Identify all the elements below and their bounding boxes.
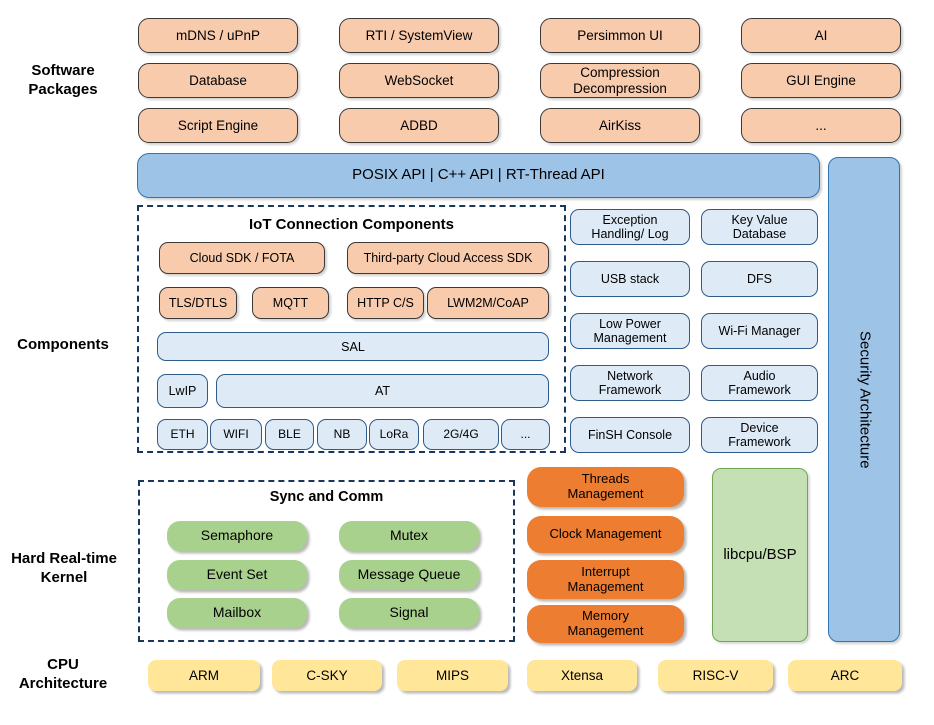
sync-group-title: Sync and Comm [269, 489, 384, 505]
kernel-memory-management: Memory Management [527, 605, 684, 643]
section-label-software-packages: Software Packages [28, 62, 98, 98]
software-packages-grid: mDNS / uPnP RTI / SystemView Persimmon U… [138, 18, 901, 143]
iot-mqtt: MQTT [252, 287, 329, 319]
package-gui-engine: GUI Engine [741, 63, 901, 98]
component-dfs: DFS [701, 261, 818, 297]
kernel-mailbox: Mailbox [167, 598, 307, 628]
kernel-event-set: Event Set [167, 560, 307, 590]
component-usb-stack: USB stack [570, 261, 690, 297]
package-ai: AI [741, 18, 901, 53]
cpu-arm: ARM [148, 660, 260, 691]
component-finsh-console: FinSH Console [570, 417, 690, 453]
kernel-clock-management: Clock Management [527, 516, 684, 553]
iot-sal-layer: SAL [157, 332, 549, 361]
kernel-interrupt-management: Interrupt Management [527, 560, 684, 599]
component-wifi-manager: Wi-Fi Manager [701, 313, 818, 349]
kernel-mutex: Mutex [339, 521, 479, 551]
iot-link-wifi: WIFI [210, 419, 262, 450]
iot-at-layer: AT [216, 374, 549, 408]
kernel-signal: Signal [339, 598, 479, 628]
section-label-cpu: CPU Architecture [18, 656, 108, 692]
iot-connection-components-group: IoT Connection Components Cloud SDK / FO… [137, 205, 566, 453]
section-label-components: Components [17, 336, 109, 353]
kernel-libcpu-bsp: libcpu/BSP [712, 468, 808, 642]
iot-link-lora: LoRa [369, 419, 419, 450]
package-rti-systemview: RTI / SystemView [339, 18, 499, 53]
iot-link-2g4g: 2G/4G [423, 419, 499, 450]
iot-cloud-sdk-fota: Cloud SDK / FOTA [159, 242, 325, 274]
package-compression: Compression Decompression [540, 63, 700, 98]
iot-lwip: LwIP [157, 374, 208, 408]
cpu-c-sky: C-SKY [272, 660, 382, 691]
cpu-xtensa: Xtensa [527, 660, 637, 691]
component-audio-framework: Audio Framework [701, 365, 818, 401]
component-low-power: Low Power Management [570, 313, 690, 349]
api-bar: POSIX API | C++ API | RT-Thread API [137, 153, 820, 198]
iot-group-title: IoT Connection Components [249, 216, 454, 233]
package-adbd: ADBD [339, 108, 499, 143]
component-boxes-grid: Exception Handling/ Log Key Value Databa… [570, 209, 818, 453]
package-database: Database [138, 63, 298, 98]
iot-link-eth: ETH [157, 419, 208, 450]
iot-third-party-cloud-sdk: Third-party Cloud Access SDK [347, 242, 549, 274]
iot-http-cs: HTTP C/S [347, 287, 424, 319]
package-mdns-upnp: mDNS / uPnP [138, 18, 298, 53]
package-airkiss: AirKiss [540, 108, 700, 143]
cpu-arc: ARC [788, 660, 902, 691]
iot-link-ble: BLE [265, 419, 314, 450]
cpu-risc-v: RISC-V [658, 660, 773, 691]
kernel-semaphore: Semaphore [167, 521, 307, 551]
package-script-engine: Script Engine [138, 108, 298, 143]
iot-link-nb: NB [317, 419, 367, 450]
component-device-framework: Device Framework [701, 417, 818, 453]
component-network-framework: Network Framework [570, 365, 690, 401]
iot-tls-dtls: TLS/DTLS [159, 287, 237, 319]
package-websocket: WebSocket [339, 63, 499, 98]
kernel-message-queue: Message Queue [339, 560, 479, 590]
component-key-value-db: Key Value Database [701, 209, 818, 245]
cpu-mips: MIPS [397, 660, 508, 691]
package-persimmon-ui: Persimmon UI [540, 18, 700, 53]
kernel-threads-management: Threads Management [527, 467, 684, 507]
section-label-kernel: Hard Real-time Kernel [11, 550, 117, 586]
security-architecture-bar: Security Architecture [828, 157, 900, 642]
package-more: ... [741, 108, 901, 143]
iot-lwm2m-coap: LWM2M/CoAP [427, 287, 549, 319]
component-exception-log: Exception Handling/ Log [570, 209, 690, 245]
sync-and-comm-group: Sync and Comm Semaphore Mutex Event Set … [138, 480, 515, 642]
iot-link-more: ... [501, 419, 550, 450]
